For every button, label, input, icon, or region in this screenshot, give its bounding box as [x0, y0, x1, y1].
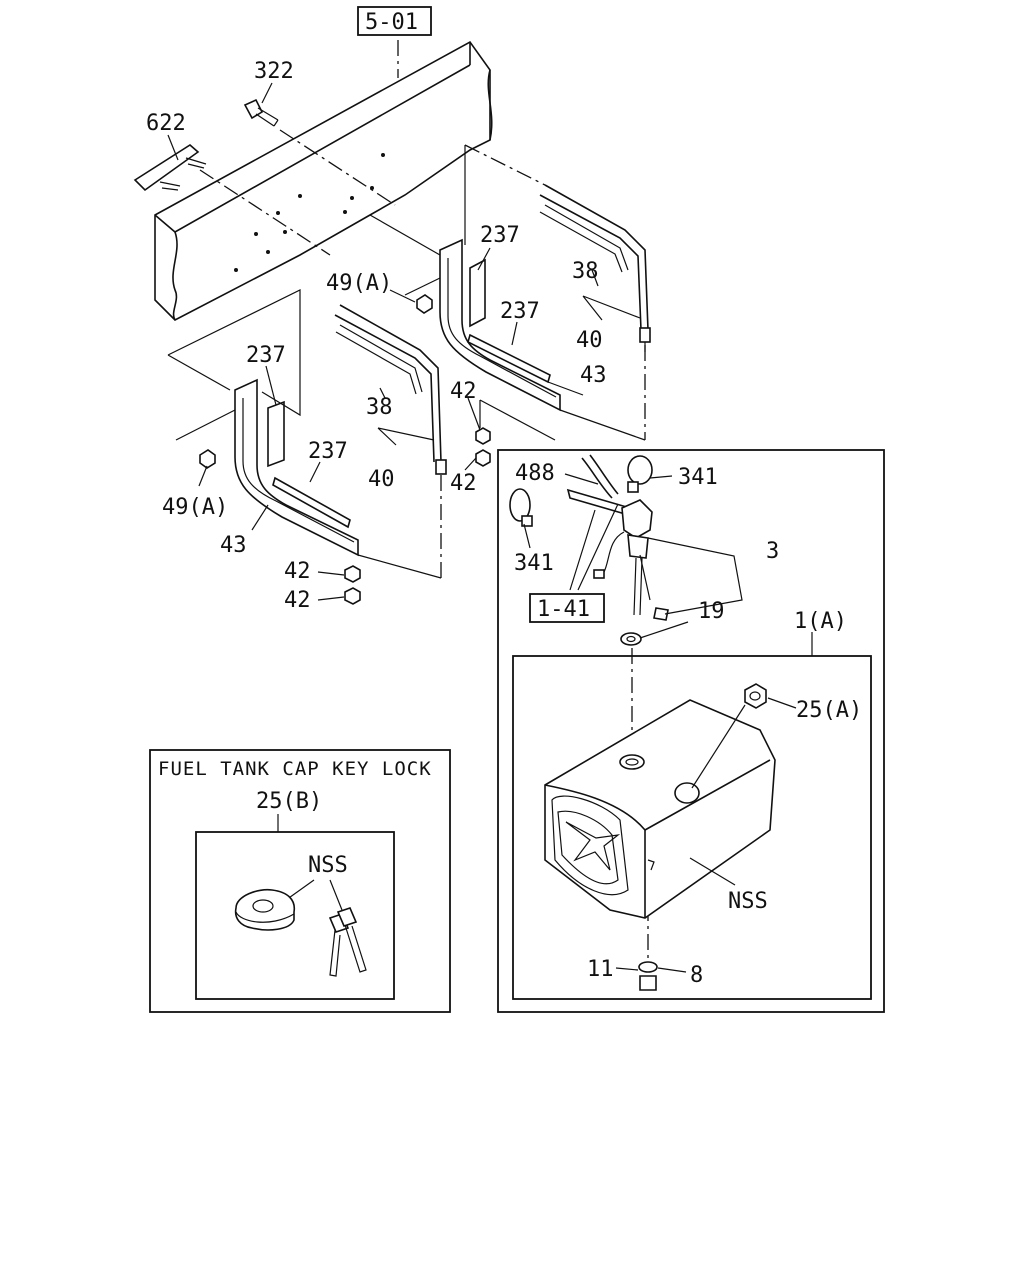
callout-8: 8 — [690, 963, 703, 988]
keys — [328, 907, 367, 977]
callout-nss-tank: NSS — [728, 889, 768, 914]
callout-49a-b: 49(A) — [162, 495, 228, 520]
callout-25b: 25(B) — [256, 789, 322, 814]
fuel-tank-panel — [497, 449, 885, 1013]
ref-box-1-41 — [529, 593, 605, 623]
callout-42-a: 42 — [450, 379, 477, 404]
drain-plug — [638, 961, 658, 991]
callout-42-d: 42 — [284, 588, 311, 613]
callout-1a: 1(A) — [794, 609, 847, 634]
callout-341-a: 341 — [678, 465, 718, 490]
callout-488: 488 — [515, 461, 555, 486]
callout-43-a: 43 — [580, 363, 607, 388]
leader-lines — [167, 82, 641, 601]
bracket-assembly-lower — [234, 304, 447, 557]
callout-42-c: 42 — [284, 559, 311, 584]
ref-1-41-label: 1-41 — [537, 597, 590, 622]
leader-lines-right — [523, 473, 813, 973]
callout-341-b: 341 — [514, 551, 554, 576]
callout-622: 622 — [146, 111, 186, 136]
callout-237-d: 237 — [308, 439, 348, 464]
fuel-tank-subpanel — [512, 655, 872, 1000]
callout-38-b: 38 — [366, 395, 393, 420]
callout-42-b: 42 — [450, 471, 477, 496]
callout-nss-key: NSS — [308, 853, 348, 878]
ref-5-01-label: 5-01 — [365, 10, 418, 35]
callout-237-c: 237 — [246, 343, 286, 368]
cable-ties — [509, 455, 653, 527]
callout-19: 19 — [698, 599, 725, 624]
callout-25a: 25(A) — [796, 698, 862, 723]
callout-49a-a: 49(A) — [326, 271, 392, 296]
callout-38-a: 38 — [572, 259, 599, 284]
bracket-assembly-upper — [439, 184, 651, 412]
callout-237-a: 237 — [480, 223, 520, 248]
bolt-322 — [243, 98, 279, 127]
inset-title: FUEL TANK CAP KEY LOCK — [158, 758, 432, 780]
key-lock-subpanel — [195, 831, 395, 1000]
callout-43-b: 43 — [220, 533, 247, 558]
callout-237-b: 237 — [500, 299, 540, 324]
key-lock-inset — [149, 749, 451, 1013]
fuel-tank — [544, 683, 776, 919]
nuts — [199, 294, 491, 605]
locking-cap — [234, 888, 296, 931]
callout-11: 11 — [587, 957, 614, 982]
ref-box-5-01 — [357, 6, 432, 36]
frame-rail — [154, 40, 493, 321]
callout-40-b: 40 — [368, 467, 395, 492]
plate-622 — [133, 144, 207, 192]
callout-322: 322 — [254, 59, 294, 84]
callout-40-a: 40 — [576, 328, 603, 353]
callout-3: 3 — [766, 539, 779, 564]
